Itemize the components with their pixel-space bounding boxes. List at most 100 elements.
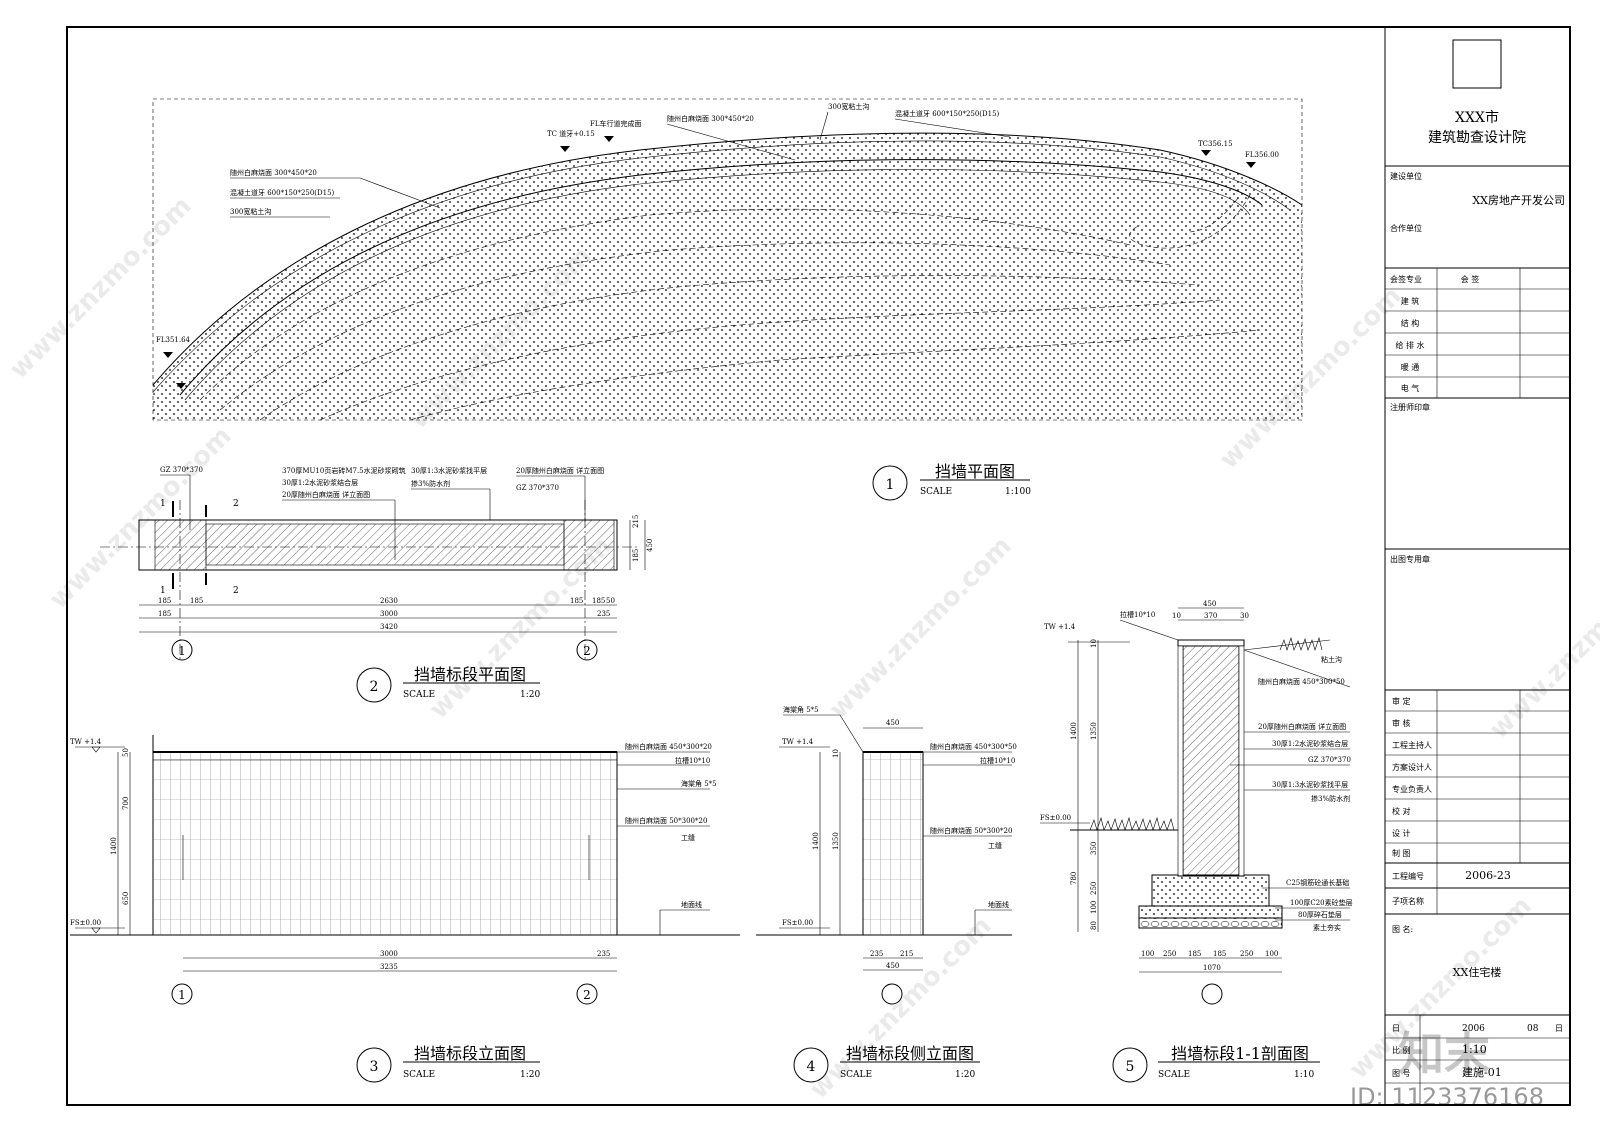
svg-text:粘土沟: 粘土沟 [1321, 655, 1342, 664]
svg-text:TC 道牙+0.15: TC 道牙+0.15 [547, 129, 595, 138]
svg-text:780: 780 [1070, 872, 1078, 885]
svg-text:100厚C20素砼垫层: 100厚C20素砼垫层 [1290, 898, 1353, 907]
svg-text:80厚碎石垫层: 80厚碎石垫层 [1298, 910, 1342, 919]
svg-text:www.znzmo.com: www.znzmo.com [1484, 551, 1600, 745]
svg-text:2: 2 [583, 988, 591, 1002]
sheet-value: 建施-01 [1462, 1065, 1502, 1079]
svg-text:2: 2 [233, 499, 239, 509]
svg-text:650: 650 [122, 892, 130, 905]
svg-text:450: 450 [646, 539, 654, 552]
svg-text:370厚MU10页岩砖M7.5水泥砂浆砌筑: 370厚MU10页岩砖M7.5水泥砂浆砌筑 [282, 466, 406, 475]
svg-text:1: 1 [160, 499, 166, 509]
date-label: 日 [1392, 1024, 1400, 1033]
view-2-title: 挡墙标段平面图 [414, 665, 526, 684]
role-checker: 校 对 [1392, 806, 1411, 816]
date-day: 08 [1527, 1024, 1539, 1034]
svg-text:拉槽10*10: 拉槽10*10 [1120, 610, 1155, 619]
view-4-title: 挡墙标段侧立面图 [846, 1044, 974, 1063]
svg-text:1:20: 1:20 [955, 1070, 975, 1080]
svg-text:185: 185 [632, 549, 640, 562]
plan-paving [153, 133, 1302, 420]
svg-text:随州白麻烧面 300*450*20: 随州白麻烧面 300*450*20 [230, 168, 317, 177]
view-1-plan: FL车行道完成面 TC 道牙+0.15 随州白麻烧面 300*450*20 30… [152, 98, 1303, 501]
view-1-marker [872, 465, 908, 501]
svg-text:TC356.15: TC356.15 [1198, 140, 1233, 148]
svg-text:30厚1:3水泥砂浆找平层: 30厚1:3水泥砂浆找平层 [411, 466, 487, 475]
date-value: 2006 [1462, 1024, 1485, 1034]
view-5-title: 挡墙标段1-1剖面图 [1171, 1044, 1309, 1063]
sub-item-label: 子项名称 [1392, 896, 1424, 906]
svg-text:随州白麻烧面 50*300*20: 随州白麻烧面 50*300*20 [930, 826, 1012, 835]
svg-text:185: 185 [158, 610, 171, 618]
svg-text:235: 235 [597, 950, 610, 958]
svg-text:235: 235 [870, 950, 883, 958]
svg-text:185: 185 [158, 597, 171, 605]
drawing-name-label: 图 名: [1392, 924, 1413, 934]
svg-text:混凝土道牙 600*150*250(D15): 混凝土道牙 600*150*250(D15) [895, 109, 1000, 118]
svg-text:30厚1:2水泥砂浆结合层: 30厚1:2水泥砂浆结合层 [282, 478, 358, 487]
svg-text:1400: 1400 [110, 837, 118, 855]
svg-text:www.znzmo.com: www.znzmo.com [824, 531, 1018, 725]
svg-text:20厚随州白麻烧面 详立面图: 20厚随州白麻烧面 详立面图 [516, 466, 604, 475]
svg-text:185: 185 [592, 597, 605, 605]
svg-text:250: 250 [1090, 882, 1098, 895]
svg-text:250: 250 [1240, 950, 1253, 958]
svg-text:10: 10 [832, 749, 840, 758]
svg-text:50: 50 [122, 748, 130, 757]
segment-wall [138, 519, 618, 571]
svg-text:450: 450 [1203, 600, 1216, 608]
svg-text:TW +1.4: TW +1.4 [1044, 623, 1076, 631]
svg-text:2: 2 [370, 679, 379, 695]
view-1-title: 挡墙平面图 [935, 462, 1015, 481]
svg-text:1: 1 [886, 477, 895, 493]
role-approve: 审 定 [1392, 696, 1411, 706]
svg-text:1350: 1350 [1090, 722, 1098, 740]
view-4-side-elevation: TW +1.4 FS±0.00 450 10 1400 1350 海棠角 5*5… [756, 705, 1017, 1083]
svg-text:掺3%防水剂: 掺3%防水剂 [1311, 794, 1350, 803]
sheet-border [66, 26, 1571, 1106]
view-5-marker [1112, 1047, 1148, 1083]
view-3-title: 挡墙标段立面图 [414, 1044, 526, 1063]
svg-text:GZ 370*370: GZ 370*370 [516, 484, 559, 492]
logo-box [1452, 39, 1502, 89]
view-2-marker [356, 667, 392, 703]
role-review: 审 核 [1392, 718, 1411, 728]
svg-text:1400: 1400 [1070, 722, 1078, 740]
svg-text:随州白麻烧面 50*300*20: 随州白麻烧面 50*300*20 [625, 816, 707, 825]
svg-text:215: 215 [900, 950, 913, 958]
svg-text:20厚随州白麻烧面 详立面图: 20厚随州白麻烧面 详立面图 [282, 490, 370, 499]
svg-text:3000: 3000 [380, 950, 398, 958]
owner-label: 建设单位 [1390, 171, 1422, 181]
svg-text:3000: 3000 [380, 610, 398, 618]
seal-label: 注册师印章 [1390, 402, 1430, 412]
svg-text:100: 100 [1265, 950, 1278, 958]
svg-text:5: 5 [1126, 1059, 1135, 1075]
svg-text:300宽粘土沟: 300宽粘土沟 [230, 207, 271, 216]
svg-text:185: 185 [570, 597, 583, 605]
role-project-lead: 工程主持人 [1392, 740, 1432, 750]
svg-text:1: 1 [160, 586, 166, 596]
section-wall [1182, 644, 1240, 876]
svg-text:随州白麻烧面 300*450*20: 随州白麻烧面 300*450*20 [667, 114, 754, 123]
svg-text:185: 185 [1213, 950, 1226, 958]
svg-text:素土夯实: 素土夯实 [1313, 923, 1341, 932]
view-2-segment-plan: 1 2 1 2 GZ 370*370 370厚MU10页岩砖M7.5水泥砂浆砌筑… [100, 466, 654, 703]
svg-text:10: 10 [1172, 612, 1181, 620]
discipline-hvac: 暖 通 [1401, 362, 1420, 372]
svg-text:350: 350 [1090, 842, 1098, 855]
discipline-electrical: 电 气 [1401, 383, 1420, 393]
svg-text:2630: 2630 [380, 597, 398, 605]
svg-text:拉槽10*10: 拉槽10*10 [980, 756, 1015, 765]
svg-text:1070: 1070 [1203, 964, 1221, 972]
svg-text:SCALE: SCALE [1158, 1070, 1190, 1080]
svg-text:地面线: 地面线 [988, 900, 1009, 909]
institute-name-1: XXX市 [1455, 109, 1499, 126]
svg-text:250: 250 [1163, 950, 1176, 958]
svg-text:1:20: 1:20 [520, 690, 540, 700]
svg-text:www.znzmo.com: www.znzmo.com [44, 421, 238, 615]
role-scheme-designer: 方案设计人 [1392, 762, 1432, 772]
watermark-brand: 知末 [1398, 1027, 1490, 1081]
svg-text:30厚1:3水泥砂浆找平层: 30厚1:3水泥砂浆找平层 [1272, 780, 1348, 789]
print-seal-label: 出图专用章 [1390, 554, 1430, 564]
svg-text:SCALE: SCALE [403, 690, 435, 700]
